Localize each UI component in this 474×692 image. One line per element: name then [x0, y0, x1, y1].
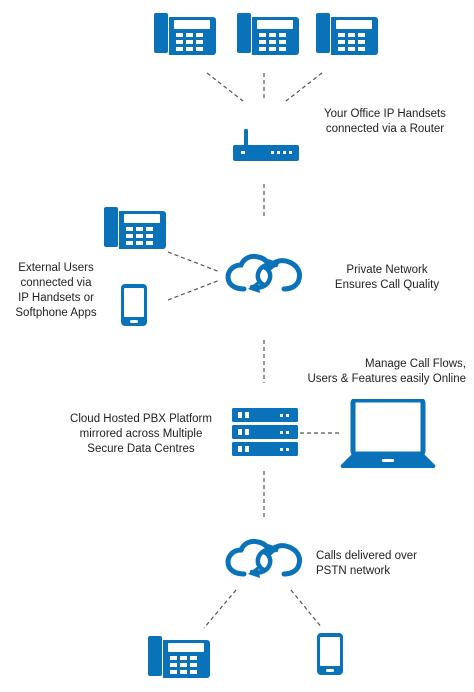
server-stack-icon	[232, 408, 298, 456]
mobile-phone-icon	[317, 633, 343, 675]
connector-phone3-router	[285, 72, 323, 102]
mobile-phone-icon	[121, 284, 147, 326]
cloud-sync-icon	[228, 541, 300, 578]
desk-phone-icon	[154, 13, 216, 55]
label-pstn: Calls delivered over PSTN network	[316, 550, 417, 577]
label-external-users: External Users connected via IP Handsets…	[15, 262, 97, 319]
connector-mobile-cloud	[167, 279, 221, 301]
desk-phone-icon	[237, 13, 299, 55]
label-manage-online: Manage Call Flows, Users & Features easi…	[307, 358, 466, 385]
cloud-sync-icon	[228, 256, 300, 293]
desk-phone-icon	[316, 13, 378, 55]
router-icon	[233, 129, 299, 161]
laptop-icon	[341, 400, 436, 468]
connector-external-phone-cloud	[167, 251, 221, 273]
desk-phone-icon	[104, 207, 166, 249]
label-cloud-pbx: Cloud Hosted PBX Platform mirrored acros…	[70, 413, 212, 455]
label-office-handsets: Your Office IP Handsets connected via a …	[324, 108, 446, 135]
connector-pstn-phone	[203, 589, 237, 629]
label-private-network: Private Network Ensures Call Quality	[334, 264, 440, 291]
connector-phone1-router	[206, 72, 244, 102]
connector-pstn-mobile	[290, 589, 323, 629]
desk-phone-icon	[148, 636, 210, 678]
dashed-connectors	[167, 72, 342, 629]
